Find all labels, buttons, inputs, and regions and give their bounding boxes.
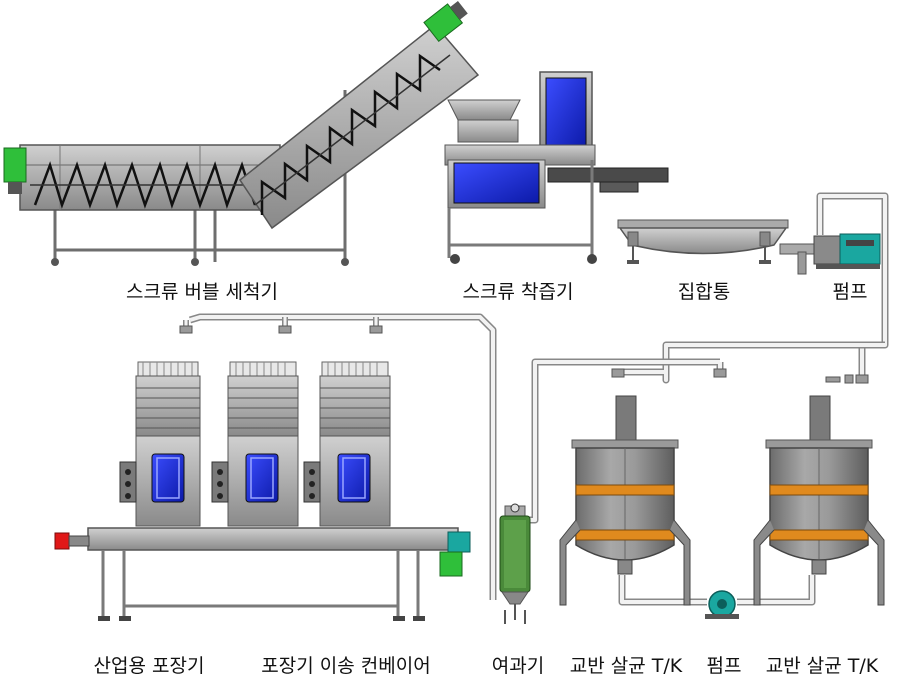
label-mix-tank-2: 교반 살균 T/K (766, 655, 879, 677)
label-pump-top: 펌프 (833, 281, 868, 303)
label-screw-juicer: 스크류 착즙기 (463, 281, 574, 303)
piping (183, 192, 889, 606)
screw-bubble-washer (3, 0, 480, 266)
packaging-machine-1 (119, 361, 201, 527)
label-packaging-machine: 산업용 포장기 (94, 655, 205, 677)
label-screw-washer: 스크류 버블 세척기 (126, 281, 278, 303)
washer-motor-left (3, 147, 27, 194)
packaging-conveyor (54, 527, 471, 621)
filter (499, 503, 531, 624)
washer-motor-top (423, 0, 468, 43)
packaging-machines (119, 361, 391, 527)
label-packaging-conveyor: 포장기 이송 컨베이어 (261, 655, 430, 677)
pipe-valves (179, 325, 869, 384)
mixing-tank-2 (753, 395, 885, 606)
bottom-pump (705, 590, 739, 619)
mixing-tank-1 (559, 395, 691, 606)
screw-juicer (444, 71, 669, 264)
packaging-machine-2 (211, 361, 299, 527)
packaging-machine-3 (303, 361, 391, 527)
top-pump (779, 233, 881, 275)
label-filter: 여과기 (492, 655, 544, 677)
washer-screw-incline (260, 53, 441, 215)
labels: 스크류 버블 세척기 스크류 착즙기 집합통 펌프 산업용 포장기 포장기 이송… (94, 281, 879, 677)
label-pump-bottom: 펌프 (707, 655, 742, 677)
label-mix-tank-1: 교반 살균 T/K (570, 655, 683, 677)
collection-tank (617, 219, 789, 264)
label-collection-tank: 집합통 (678, 281, 730, 303)
washer-screw-horizontal (33, 161, 257, 209)
